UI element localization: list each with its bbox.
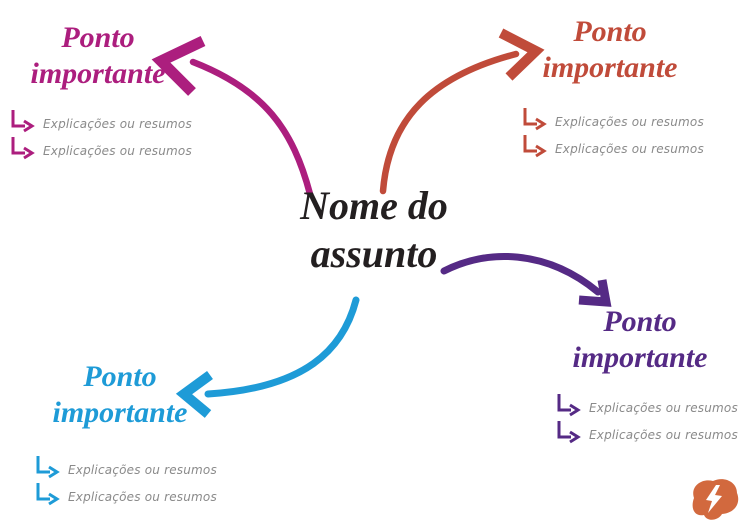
arrow-curve-top-right [379,50,520,195]
bullet-label: Explicações ou resumos [589,401,738,415]
arrow-curve-bottom-right [440,252,602,296]
branch-bullets-bottom-right: Explicações ou resumos Explicações ou re… [556,390,738,444]
branch-title-line1: Ponto [61,21,135,54]
sub-arrow-icon [36,483,60,506]
branch-title-line1: Ponto [603,305,677,338]
branch-bullets-top-right: Explicações ou resumos Explicações ou re… [522,104,704,158]
branch-title-line2: importante [572,341,708,374]
bullet-label: Explicações ou resumos [68,490,217,504]
bullet-label: Explicações ou resumos [43,117,192,131]
bullet-label: Explicações ou resumos [555,115,704,129]
branch-title-line2: importante [542,51,678,84]
bullet-label: Explicações ou resumos [43,144,192,158]
bullet-item: Explicações ou resumos [10,106,192,133]
bullet-item: Explicações ou resumos [556,390,738,417]
branch-bullets-bottom-left: Explicações ou resumos Explicações ou re… [35,452,217,506]
branch-title-line1: Ponto [83,360,157,393]
bullet-item: Explicações ou resumos [522,131,704,158]
bullet-item: Explicações ou resumos [556,417,738,444]
lightning-bolt-icon [706,485,722,513]
sub-arrow-icon [523,135,547,158]
brain-lightning-logo [692,479,739,520]
arrowhead-top-right-icon [498,28,545,81]
branch-title-line2: importante [30,57,166,90]
bullet-label: Explicações ou resumos [555,142,704,156]
sub-arrow-icon [11,110,35,133]
branch-title-line1: Ponto [573,15,647,48]
branch-title-bottom-right: Ponto importante [560,304,720,376]
bullet-item: Explicações ou resumos [35,452,217,479]
arrow-curve-top-left [189,58,314,198]
sub-arrow-icon [557,421,581,444]
branch-bullets-top-left: Explicações ou resumos Explicações ou re… [10,106,192,160]
central-topic-line1: Nome do [300,183,448,228]
sub-arrow-icon [523,108,547,131]
arrow-curve-bottom-left [204,296,360,398]
bullet-item: Explicações ou resumos [522,104,704,131]
central-topic-line2: assunto [310,231,438,276]
bullet-item: Explicações ou resumos [35,479,217,506]
sub-arrow-icon [557,394,581,417]
sub-arrow-icon [11,137,35,160]
bullet-label: Explicações ou resumos [68,463,217,477]
branch-title-top-left: Ponto importante [0,20,196,92]
branch-title-line2: importante [52,396,188,429]
arrowhead-bottom-right-icon [578,279,612,307]
central-topic: Nome do assunto [284,182,464,278]
bullet-item: Explicações ou resumos [10,133,192,160]
bullet-label: Explicações ou resumos [589,428,738,442]
arrowhead-top-left-icon [151,36,206,96]
branch-title-bottom-left: Ponto importante [25,359,215,431]
branch-title-top-right: Ponto importante [518,14,702,86]
sub-arrow-icon [36,456,60,479]
arrowhead-bottom-left-icon [175,370,213,418]
